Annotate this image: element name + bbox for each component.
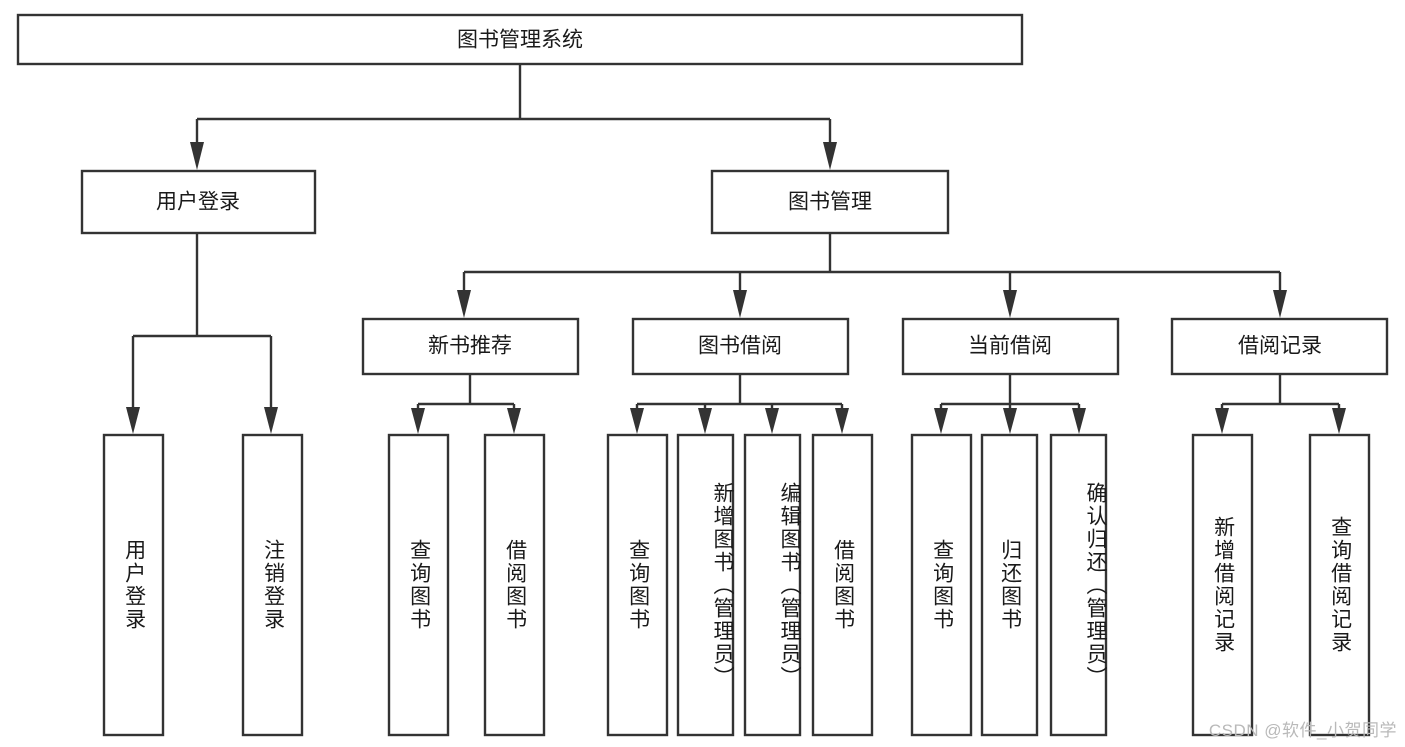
arrow-to-return-book — [1003, 408, 1017, 434]
node-book-manage-box[interactable] — [710, 169, 950, 235]
node-current-borrow-label: 当前借阅 — [968, 335, 1052, 358]
node-user-login-box[interactable] — [80, 169, 317, 235]
arrow-to-book-borrow — [733, 290, 747, 318]
node-new-book-rec[interactable]: 新书推荐 — [361, 317, 580, 376]
node-root[interactable]: 图书管理系统 — [16, 13, 1024, 66]
arrow-to-query-record — [1332, 408, 1346, 434]
arrow-to-current-borrow — [1003, 290, 1017, 318]
node-new-book-rec-label: 新书推荐 — [428, 335, 512, 358]
node-book-borrow-box[interactable] — [631, 317, 850, 376]
leaf-add-record-box[interactable] — [1191, 433, 1254, 737]
arrow-to-query-book-3 — [934, 408, 948, 434]
leaf-borrow-book-2-box[interactable] — [811, 433, 874, 737]
node-borrow-record[interactable]: 借阅记录 — [1170, 317, 1389, 376]
arrow-to-leaf-logout — [264, 407, 278, 434]
leaf-confirm-return-box[interactable] — [1049, 433, 1108, 737]
leaf-query-book-1-box[interactable] — [387, 433, 450, 737]
node-book-borrow[interactable]: 图书借阅 — [631, 317, 850, 376]
node-user-login[interactable]: 用户登录 — [80, 169, 317, 235]
arrow-to-borrow-book-2 — [835, 408, 849, 434]
leaf-query-record-box[interactable] — [1308, 433, 1371, 737]
node-book-manage-label: 图书管理 — [788, 191, 872, 214]
arrow-to-add-record — [1215, 408, 1229, 434]
arrow-to-query-book-1 — [411, 408, 425, 434]
arrow-to-borrow-book-1 — [507, 408, 521, 434]
arrow-to-query-book-2 — [630, 408, 644, 434]
node-borrow-record-box[interactable] — [1170, 317, 1389, 376]
node-root-label: 图书管理系统 — [457, 29, 583, 52]
node-book-manage[interactable]: 图书管理 — [710, 169, 950, 235]
leaf-edit-book-box[interactable] — [743, 433, 802, 737]
leaf-logout-box[interactable] — [241, 433, 304, 737]
leaf-query-book-2-box[interactable] — [606, 433, 669, 737]
node-root-box[interactable] — [16, 13, 1024, 66]
leaf-user-login-box[interactable] — [102, 433, 165, 737]
node-current-borrow-box[interactable] — [901, 317, 1120, 376]
watermark-text: CSDN @软件_小贺同学 — [1208, 721, 1397, 740]
arrow-to-leaf-user-login — [126, 407, 140, 434]
leaf-borrow-book-1-box[interactable] — [483, 433, 546, 737]
leaf-return-book-box[interactable] — [980, 433, 1039, 737]
leaf-query-book-3-box[interactable] — [910, 433, 973, 737]
arrow-to-confirm-return — [1072, 408, 1086, 434]
arrow-to-new-book-rec — [457, 290, 471, 318]
connector-layer — [126, 64, 1346, 434]
node-new-book-rec-box[interactable] — [361, 317, 580, 376]
leaf-box-layer — [102, 433, 1371, 737]
node-current-borrow[interactable]: 当前借阅 — [901, 317, 1120, 376]
arrow-to-userlogin — [190, 142, 204, 170]
arrow-to-add-book — [698, 408, 712, 434]
arrow-to-bookmanage — [823, 142, 837, 170]
node-user-login-label: 用户登录 — [156, 191, 240, 214]
leaf-add-book-box[interactable] — [676, 433, 735, 737]
arrow-to-borrow-record — [1273, 290, 1287, 318]
arrow-to-edit-book — [765, 408, 779, 434]
node-book-borrow-label: 图书借阅 — [698, 335, 782, 358]
node-borrow-record-label: 借阅记录 — [1238, 335, 1322, 358]
